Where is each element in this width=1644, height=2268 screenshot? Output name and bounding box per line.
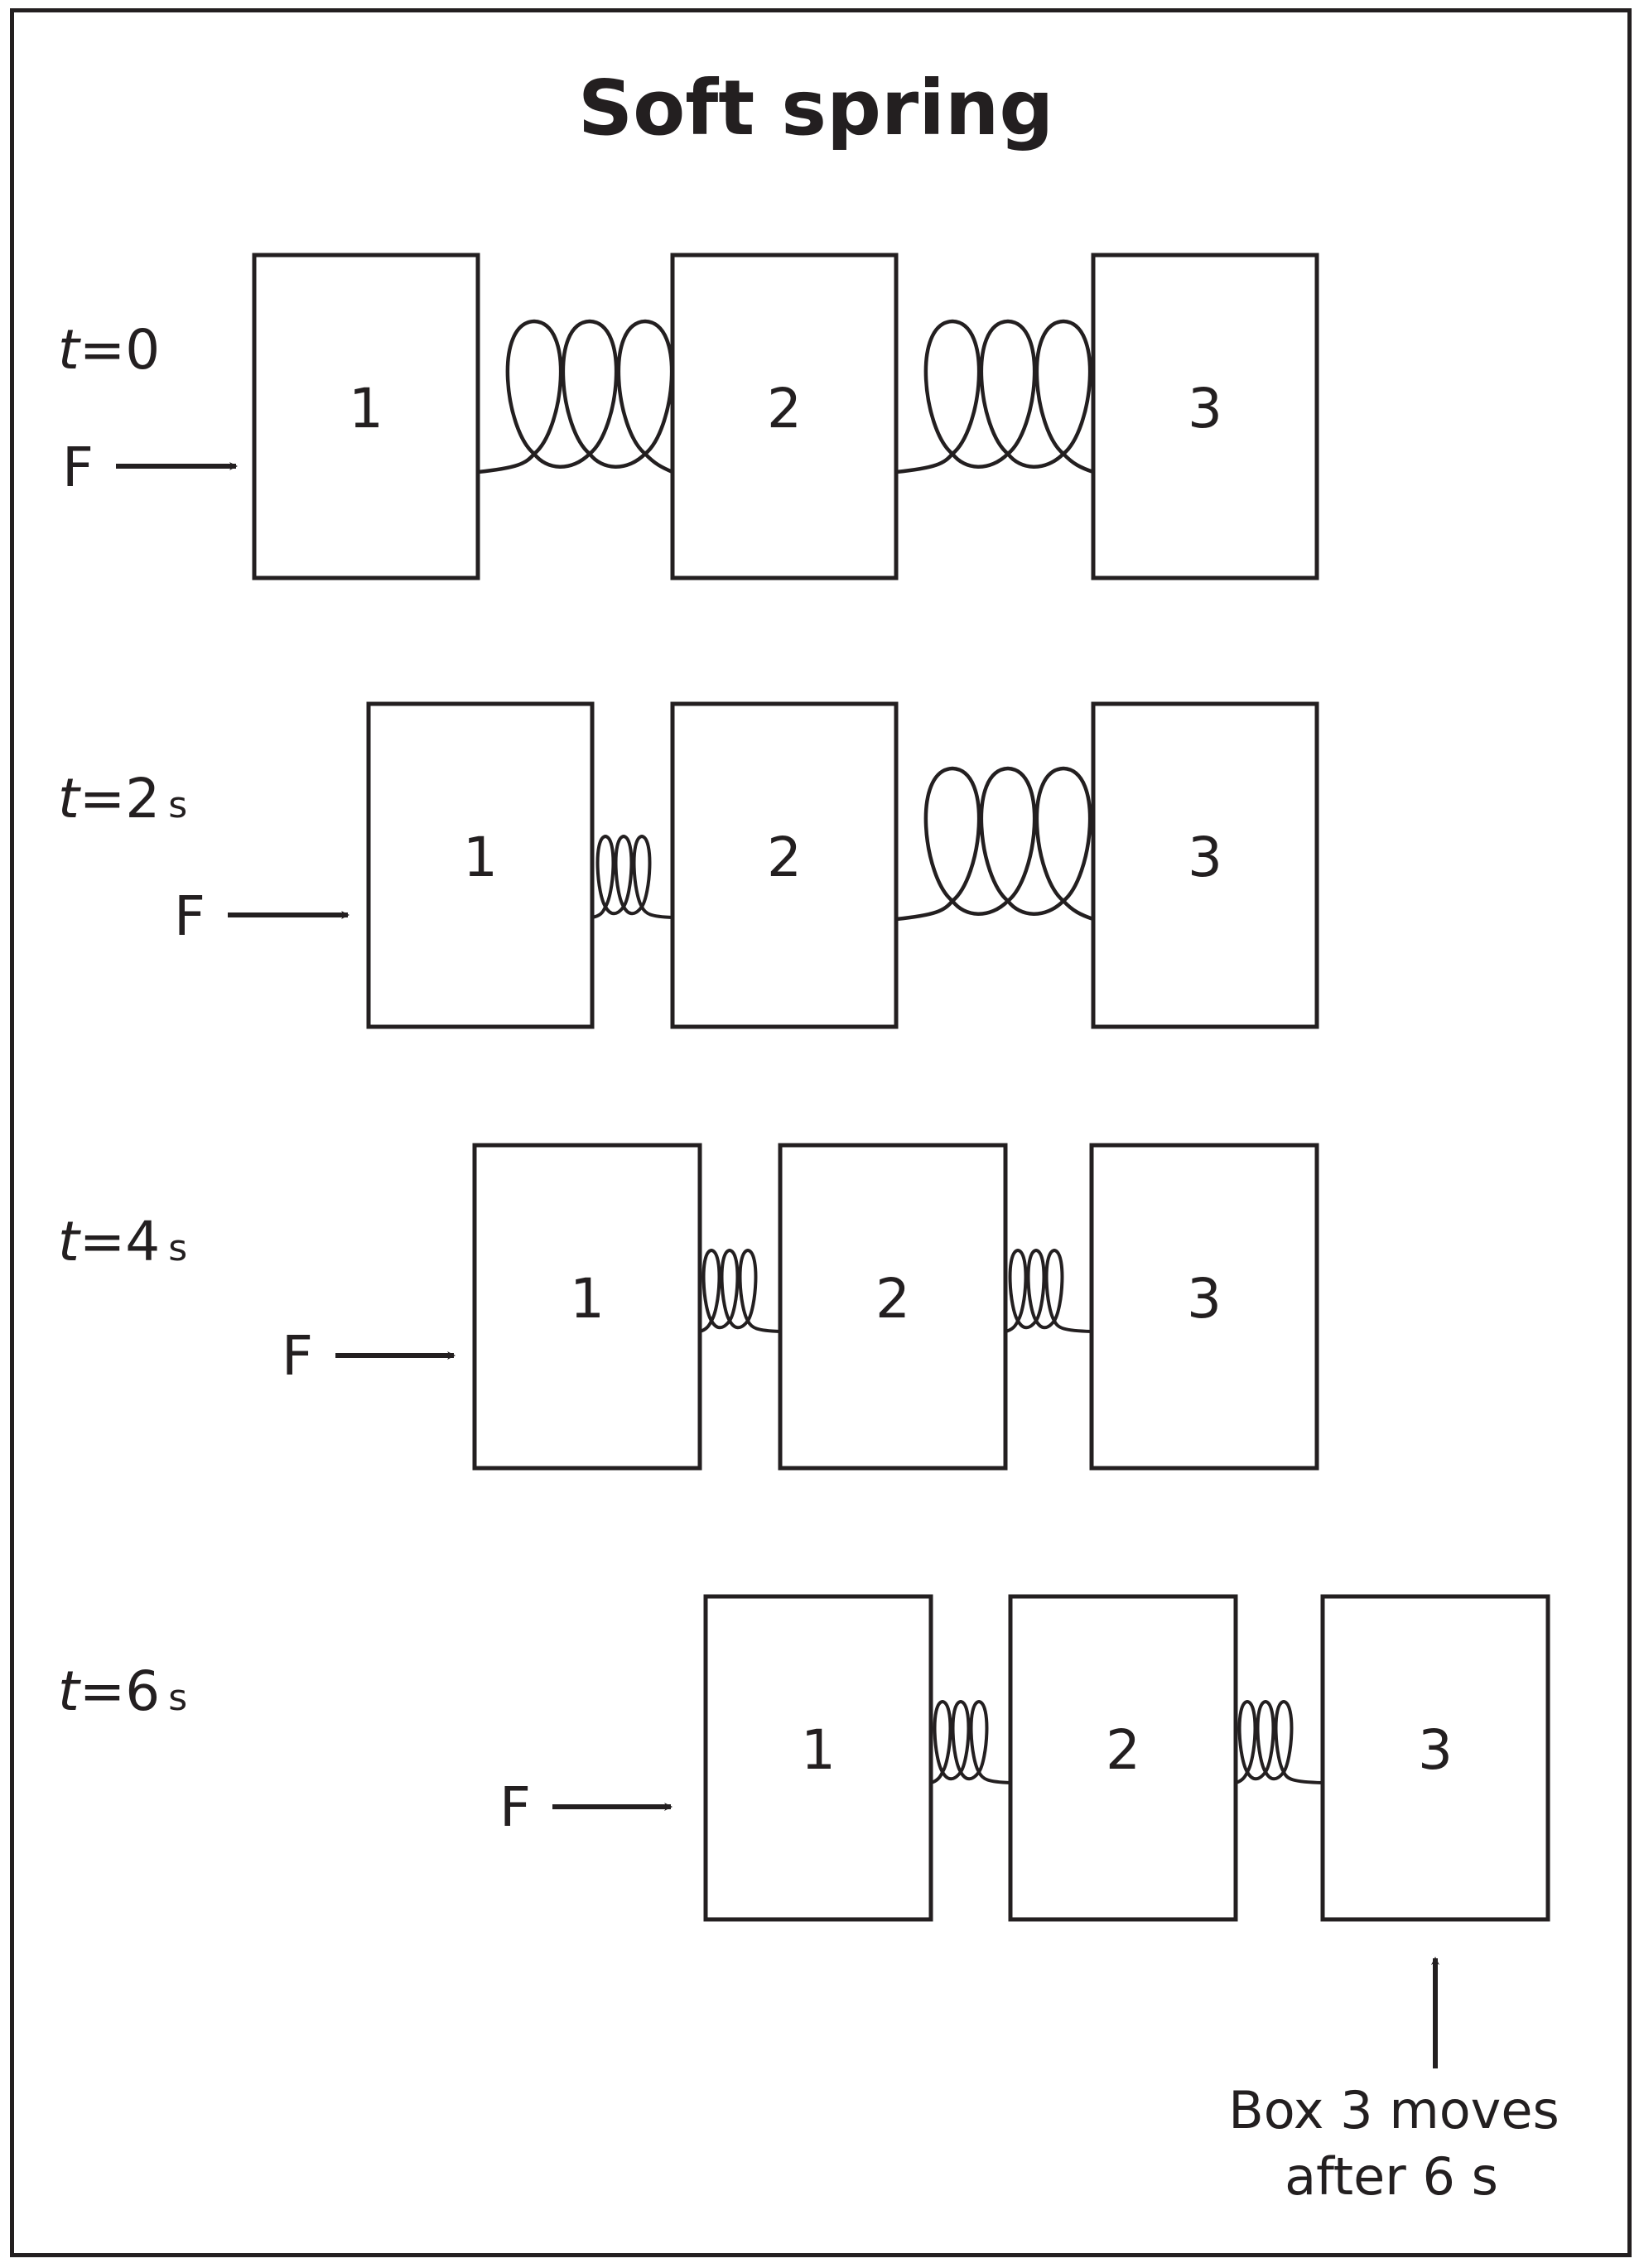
box-label: 2 (767, 826, 802, 889)
box-label: 1 (801, 1718, 836, 1782)
box-2: 2 (1008, 1594, 1238, 1922)
spring (1005, 1248, 1092, 1333)
box-1: 1 (472, 1143, 702, 1471)
box-label: 2 (767, 377, 802, 441)
box-3: 3 (1089, 1143, 1319, 1471)
force-label: F (499, 1775, 531, 1839)
box-label: 1 (463, 826, 498, 889)
box-label: 1 (349, 377, 383, 441)
force-label: F (174, 884, 205, 948)
time-label: t=0 (58, 318, 160, 382)
spring (699, 1248, 781, 1333)
box-3: 3 (1091, 701, 1319, 1029)
box-2: 2 (670, 253, 899, 580)
spring (930, 1699, 1011, 1784)
box-2: 2 (778, 1143, 1008, 1471)
spring (591, 834, 673, 919)
diagram-frame (10, 8, 1632, 2257)
force-label: F (282, 1324, 313, 1388)
box-2: 2 (670, 701, 899, 1029)
box-label: 3 (1418, 1718, 1453, 1782)
box-1: 1 (252, 253, 480, 580)
box-label: 3 (1188, 826, 1222, 889)
force-label: F (62, 436, 94, 499)
spring (477, 319, 674, 474)
box-label: 3 (1187, 1267, 1222, 1331)
box-label: 3 (1188, 377, 1222, 441)
box-label: 1 (570, 1267, 605, 1331)
spring (895, 766, 1094, 922)
box-1: 1 (703, 1594, 933, 1922)
snapshot-t0: t=0 F 1 2 3 (58, 253, 1319, 580)
annotation-line-1: Box 3 moves (1228, 2080, 1560, 2140)
box-3: 3 (1091, 253, 1319, 580)
annotation-line-2: after 6 s (1285, 2146, 1498, 2207)
spring (1235, 1699, 1323, 1784)
diagram-title: Soft spring (578, 64, 1053, 152)
spring (895, 319, 1094, 474)
box-label: 2 (875, 1267, 910, 1331)
box-3: 3 (1320, 1594, 1550, 1922)
box-1: 1 (366, 701, 595, 1029)
box-label: 2 (1106, 1718, 1140, 1782)
